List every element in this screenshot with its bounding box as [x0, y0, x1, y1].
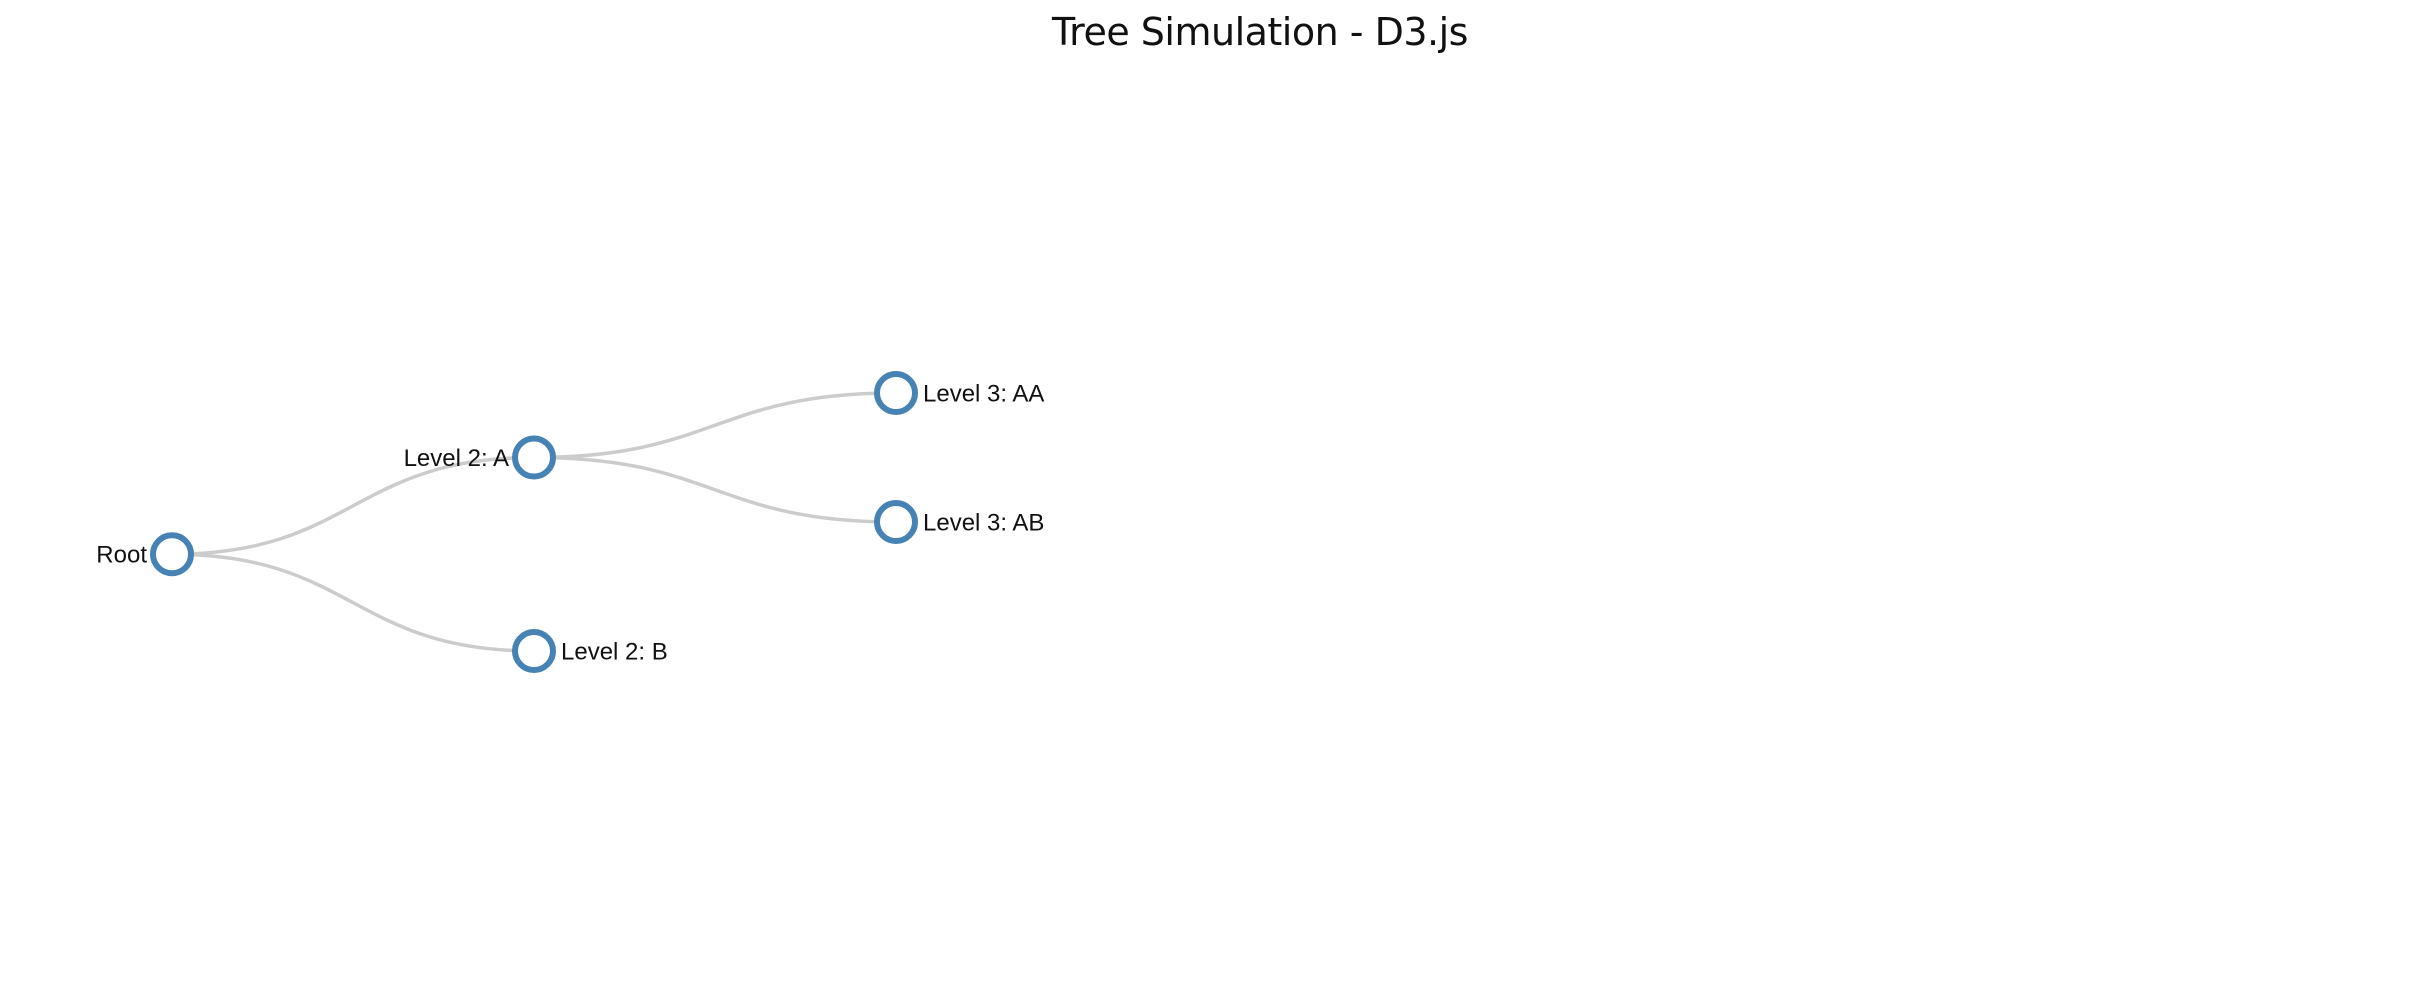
node-circle[interactable]: [150, 532, 194, 577]
tree-node-level-2-a[interactable]: Level 2: A: [404, 435, 556, 480]
node-label: Root: [96, 542, 147, 569]
links-layer: [171, 391, 897, 653]
tree-node-root[interactable]: Root: [96, 532, 194, 577]
nodes-layer: Level 3: AA Level 3: AB Level 2: A Level 2:…: [96, 371, 1044, 673]
node-label: Level 3: AB: [923, 509, 1044, 536]
node-circle[interactable]: [512, 435, 556, 480]
tree-node-level-2-b[interactable]: Level 2: B: [512, 629, 668, 673]
node-circle[interactable]: [512, 629, 556, 673]
page-title: Tree Simulation - D3.js: [1052, 10, 1468, 54]
node-label: Level 2: A: [404, 445, 509, 472]
node-label: Level 3: AA: [923, 380, 1044, 407]
node-label: Level 2: B: [561, 638, 668, 665]
tree-node-level-3-aa[interactable]: Level 3: AA: [874, 371, 1044, 415]
link-level-2-a-to-level-3-aa: [533, 391, 897, 460]
node-circle[interactable]: [874, 500, 918, 544]
node-circle[interactable]: [874, 371, 918, 415]
tree-node-level-3-ab[interactable]: Level 3: AB: [874, 500, 1044, 544]
link-root-to-level-2-b: [171, 552, 535, 653]
link-root-to-level-2-a: [171, 455, 535, 556]
link-level-2-a-to-level-3-ab: [533, 455, 897, 524]
